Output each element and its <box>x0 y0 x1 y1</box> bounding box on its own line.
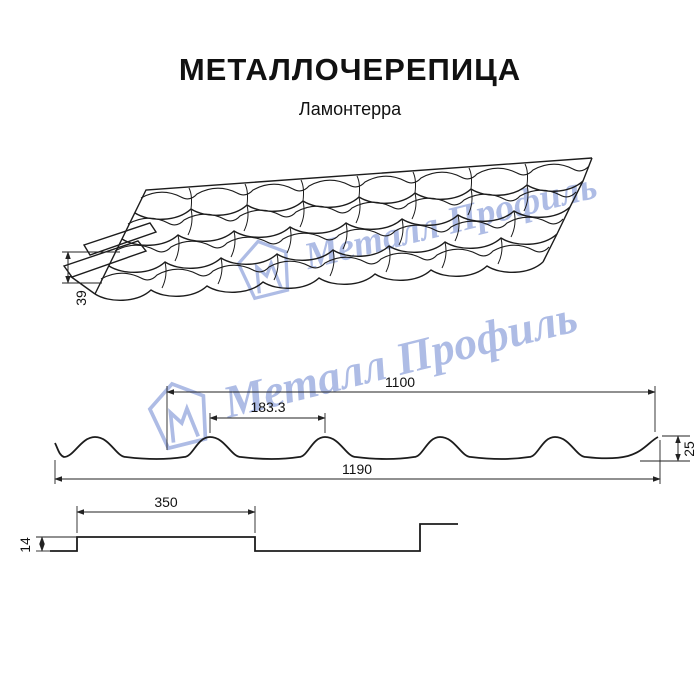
page-subtitle: Ламонтерра <box>298 99 402 119</box>
watermark-brand: Металл Профиль <box>138 281 584 456</box>
metall-profil-logo-icon <box>236 239 290 301</box>
dim-350-label: 350 <box>154 494 178 510</box>
dim-25-label: 25 <box>681 441 697 457</box>
dim-39-label: 39 <box>73 290 89 306</box>
step-profile-view: 350 14 <box>17 494 458 553</box>
watermark-brand: Металл Профиль <box>228 155 603 305</box>
metall-profil-logo-icon <box>147 381 208 451</box>
roof-perspective-view: 39 <box>62 157 593 306</box>
dim-full-width: 1190 <box>54 440 661 484</box>
dim-wave-step: 183.3 <box>209 399 326 433</box>
dim-step-height: 14 <box>17 536 77 553</box>
cross-section-view: 1100 183.3 25 1190 <box>54 374 697 484</box>
dim-cover-width: 1100 <box>166 374 656 450</box>
dim-step-length: 350 <box>76 494 256 533</box>
dim-183-label: 183.3 <box>250 399 285 415</box>
dim-1190-label: 1190 <box>342 461 372 477</box>
dim-eaves-height: 39 <box>62 251 120 306</box>
dim-1100-label: 1100 <box>385 374 415 390</box>
page-title: МЕТАЛЛОЧЕРЕПИЦА <box>178 52 522 87</box>
dim-profile-height: 25 <box>640 435 697 462</box>
dim-14-label: 14 <box>17 537 33 553</box>
